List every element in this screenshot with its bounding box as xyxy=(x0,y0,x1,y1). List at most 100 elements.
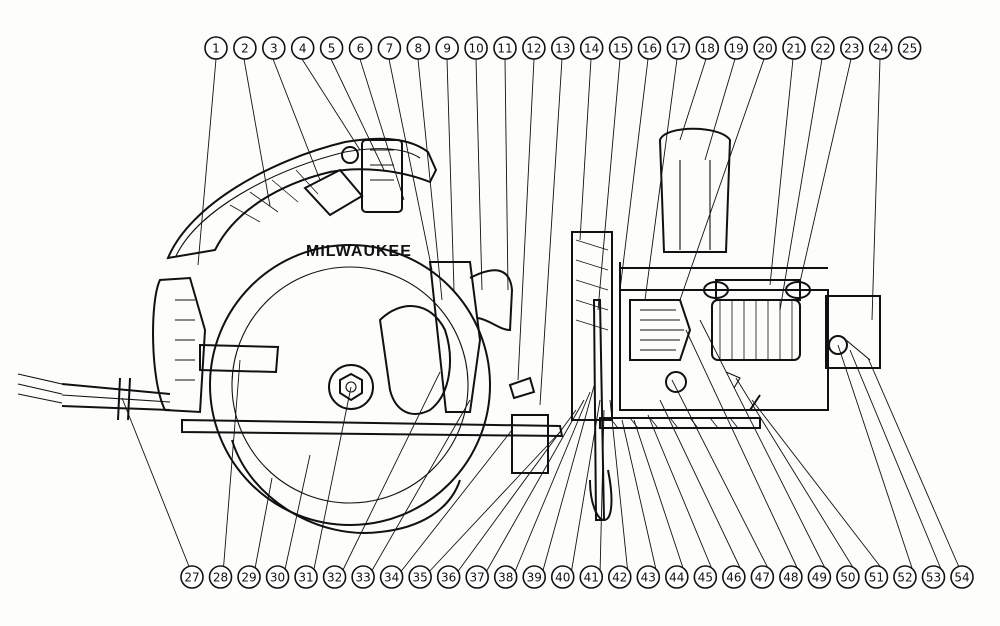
callout-number-23: 23 xyxy=(844,42,859,56)
callout-27: 27 xyxy=(180,565,204,589)
callout-50: 50 xyxy=(836,565,860,589)
callout-28: 28 xyxy=(208,565,233,589)
callout-number-8: 8 xyxy=(414,42,422,56)
callout-45: 45 xyxy=(693,565,718,589)
callout-circle-32 xyxy=(322,565,347,589)
brand-label: MILWAUKEE xyxy=(306,243,412,260)
callout-37: 37 xyxy=(465,565,489,589)
callout-9: 9 xyxy=(435,36,460,60)
callout-51: 51 xyxy=(864,565,889,589)
callout-circle-5 xyxy=(319,36,344,60)
callout-number-52: 52 xyxy=(897,571,912,585)
base-shoe xyxy=(181,418,564,438)
callout-12: 12 xyxy=(522,36,546,60)
callout-number-48: 48 xyxy=(783,571,798,585)
callout-circle-41 xyxy=(579,565,604,589)
callout-circle-33 xyxy=(351,565,375,589)
callout-52: 52 xyxy=(893,565,917,589)
motor-housing xyxy=(619,289,829,411)
callout-17: 17 xyxy=(666,36,691,60)
callout-circle-38 xyxy=(493,565,518,589)
callout-circle-14 xyxy=(579,36,604,60)
motor-section-view xyxy=(571,127,881,522)
callout-circle-28 xyxy=(208,565,233,589)
callout-circle-48 xyxy=(779,565,803,589)
callout-number-17: 17 xyxy=(671,42,686,56)
callout-35: 35 xyxy=(408,565,432,589)
callout-circle-21 xyxy=(782,36,806,60)
callout-number-29: 29 xyxy=(241,571,256,585)
callout-circle-1 xyxy=(204,36,228,60)
callout-circle-29 xyxy=(237,565,261,589)
callout-30: 30 xyxy=(265,565,290,589)
callout-42: 42 xyxy=(607,565,632,589)
callout-circle-2 xyxy=(233,36,257,60)
callout-number-2: 2 xyxy=(241,42,249,56)
callout-number-34: 34 xyxy=(384,571,399,585)
callout-number-22: 22 xyxy=(815,42,830,56)
callout-23: 23 xyxy=(839,36,864,60)
brush-holder xyxy=(825,295,881,369)
callout-number-13: 13 xyxy=(555,42,570,56)
callout-circle-54 xyxy=(950,565,974,589)
callout-number-14: 14 xyxy=(584,42,599,56)
base-plate-hatch xyxy=(609,417,739,429)
callout-36: 36 xyxy=(436,565,461,589)
callout-circle-17 xyxy=(666,36,691,60)
bearing xyxy=(665,371,687,393)
callout-32: 32 xyxy=(322,565,347,589)
callout-53: 53 xyxy=(921,565,946,589)
callout-22: 22 xyxy=(811,36,835,60)
callout-circle-39 xyxy=(522,565,547,589)
callout-number-54: 54 xyxy=(954,571,969,585)
callout-number-15: 15 xyxy=(613,42,628,56)
callout-circle-6 xyxy=(348,36,373,60)
handle-bracket xyxy=(303,168,364,217)
callout-circle-7 xyxy=(377,36,402,60)
callout-33: 33 xyxy=(351,565,375,589)
callout-15: 15 xyxy=(608,36,633,60)
callout-circle-15 xyxy=(608,36,633,60)
callout-25: 25 xyxy=(897,36,922,60)
arbor-bolt xyxy=(328,364,374,410)
callout-3: 3 xyxy=(261,36,286,60)
rear-handle xyxy=(152,276,207,414)
callout-number-21: 21 xyxy=(786,42,801,56)
callout-number-38: 38 xyxy=(498,571,513,585)
callout-13: 13 xyxy=(550,36,575,60)
callout-circle-46 xyxy=(722,565,746,589)
callout-21: 21 xyxy=(782,36,806,60)
callout-38: 38 xyxy=(493,565,518,589)
grip-handle xyxy=(199,343,280,374)
upper-blade-guard xyxy=(166,137,438,260)
callout-16: 16 xyxy=(637,36,662,60)
front-bracket xyxy=(428,261,482,413)
callout-number-5: 5 xyxy=(328,42,336,56)
callout-number-6: 6 xyxy=(357,42,365,56)
callout-number-47: 47 xyxy=(755,571,770,585)
callout-circle-4 xyxy=(290,36,315,60)
callout-49: 49 xyxy=(807,565,832,589)
callout-circle-51 xyxy=(864,565,889,589)
callout-40: 40 xyxy=(550,565,575,589)
callout-circle-31 xyxy=(294,565,318,589)
callout-circle-45 xyxy=(693,565,718,589)
callout-number-44: 44 xyxy=(669,571,684,585)
callout-circle-18 xyxy=(695,36,720,60)
callout-1: 1 xyxy=(204,36,228,60)
callout-circle-43 xyxy=(636,565,661,589)
callout-number-51: 51 xyxy=(869,571,884,585)
callout-number-43: 43 xyxy=(641,571,656,585)
callout-number-49: 49 xyxy=(812,571,827,585)
callout-circle-23 xyxy=(839,36,864,60)
callout-number-32: 32 xyxy=(327,571,342,585)
callout-2: 2 xyxy=(233,36,257,60)
callout-number-30: 30 xyxy=(270,571,285,585)
callout-circle-49 xyxy=(807,565,832,589)
callout-number-42: 42 xyxy=(612,571,627,585)
base-plate-section xyxy=(599,417,761,429)
saw-side-view: MILWAUKEE xyxy=(17,137,564,534)
callout-circle-53 xyxy=(921,565,946,589)
